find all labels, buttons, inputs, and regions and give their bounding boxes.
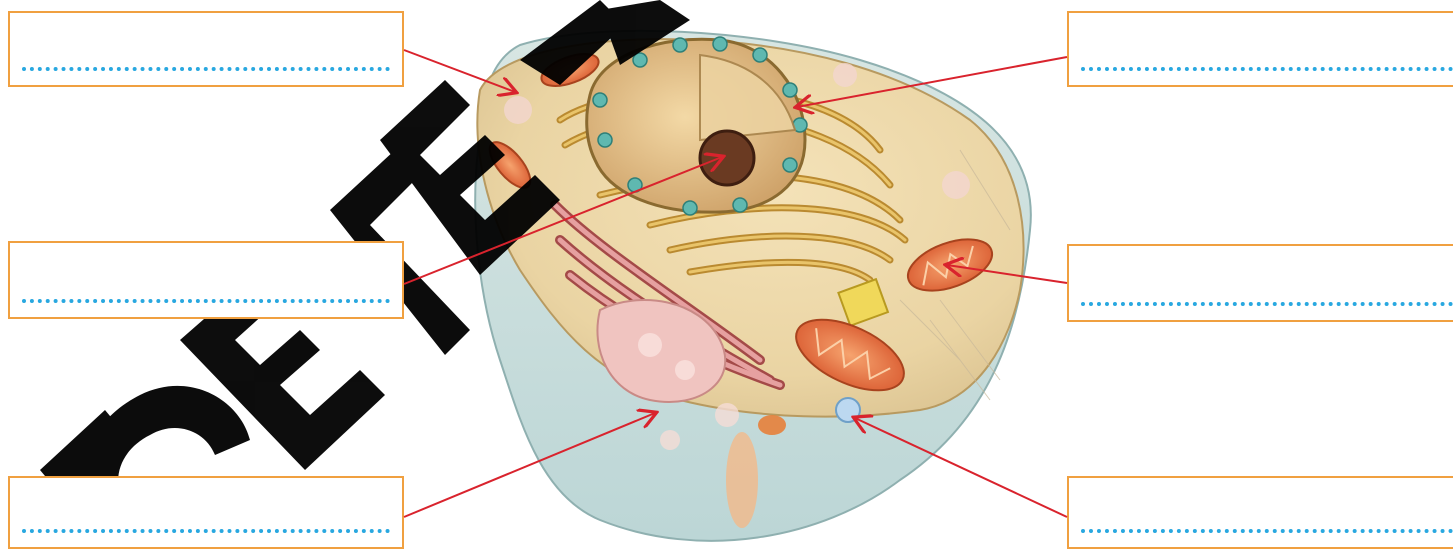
nucleolus xyxy=(700,131,754,185)
label-box-cytoplasm[interactable] xyxy=(8,11,404,87)
dotted-answer-line xyxy=(22,529,390,533)
vesicle xyxy=(836,398,860,422)
label-box-nucleus[interactable] xyxy=(1067,11,1453,87)
dotted-answer-line xyxy=(1081,529,1453,533)
dotted-answer-line xyxy=(22,67,390,71)
label-box-cell-membrane[interactable] xyxy=(8,476,404,549)
dotted-answer-line xyxy=(22,299,390,303)
dotted-answer-line xyxy=(1081,67,1453,71)
label-box-vesicle[interactable] xyxy=(1067,476,1453,549)
label-box-mitochondrion[interactable] xyxy=(1067,244,1453,322)
dotted-answer-line xyxy=(1081,302,1453,306)
label-box-nucleolus[interactable] xyxy=(8,241,404,319)
